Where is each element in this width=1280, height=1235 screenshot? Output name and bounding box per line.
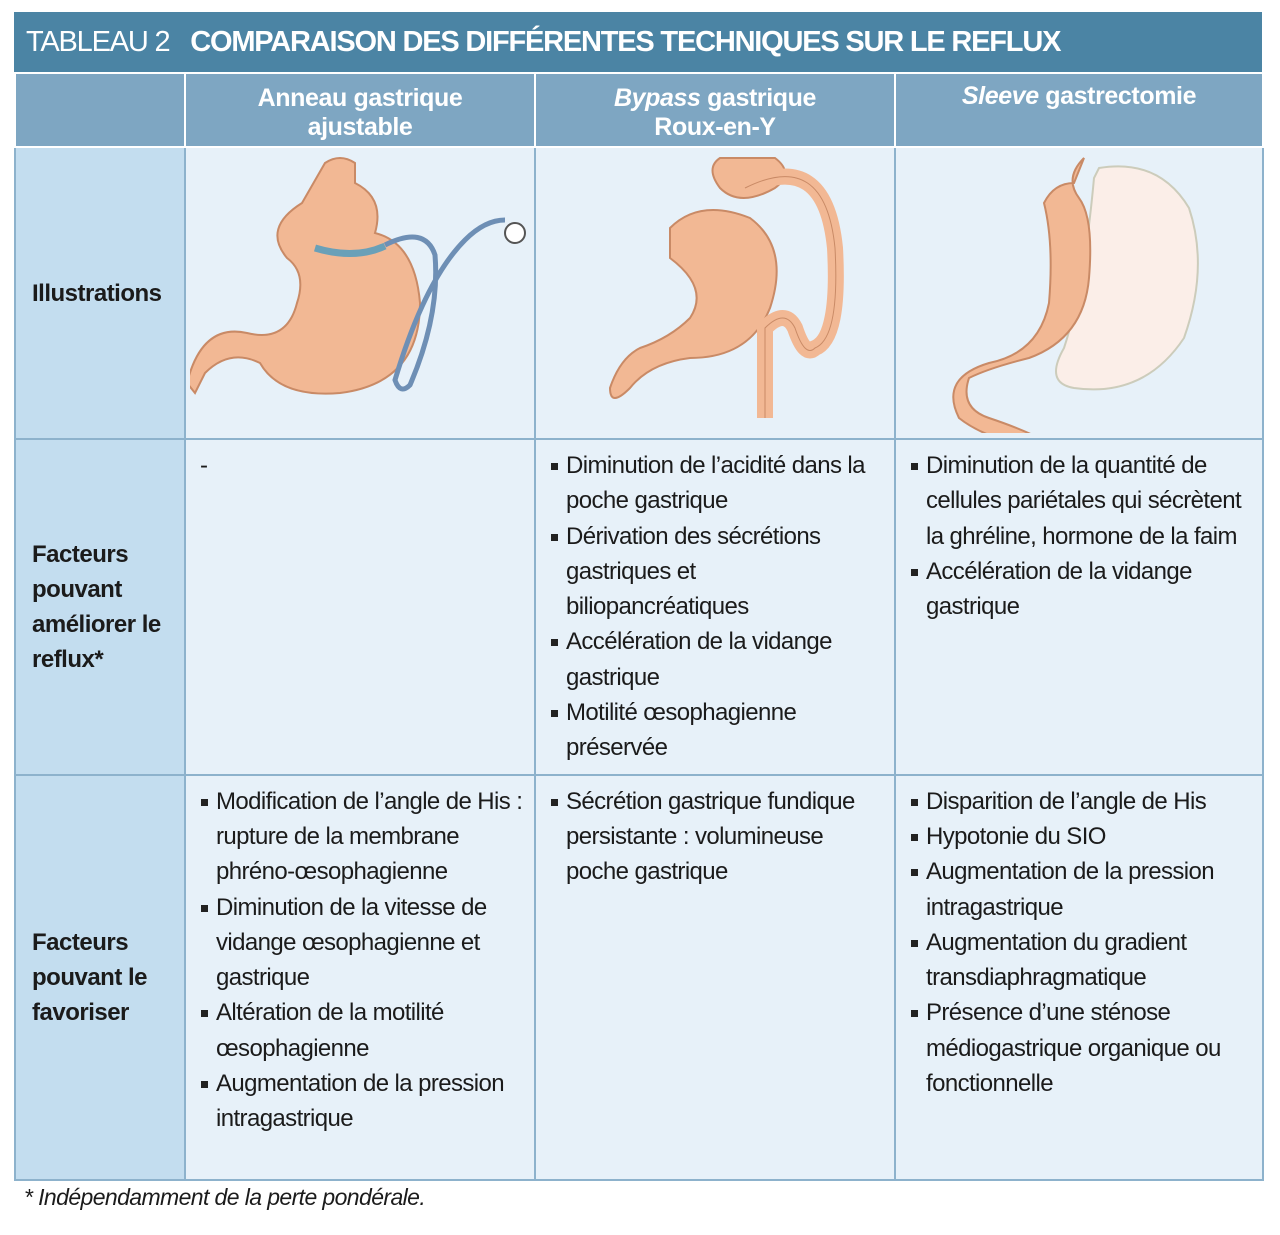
row-label: Facteurs pouvant améliorer le reflux*	[14, 438, 186, 776]
improve-row: Facteurs pouvant améliorer le reflux* - …	[14, 438, 1264, 776]
list-item: Sécrétion gastrique fundique persistante…	[550, 784, 884, 890]
bullet-list: Modification de l’angle de His : rupture…	[200, 784, 524, 1137]
header-sleeve: Sleeve gastrectomie	[894, 72, 1264, 148]
illustration-bypass	[534, 146, 896, 440]
row-label: Illustrations	[14, 146, 186, 440]
list-item: Altération de la motilité œsophagienne	[200, 995, 524, 1066]
list-item: Augmentation du gradient transdiaphragma…	[910, 925, 1252, 996]
header-line1: Anneau gastrique	[257, 84, 463, 112]
cell-bypass-worsen: Sécrétion gastrique fundique persistante…	[534, 773, 896, 1181]
header-line1: gastrectomie	[1038, 82, 1197, 110]
list-item: Diminution de la vitesse de vidange œsop…	[200, 890, 524, 996]
list-item: Accélération de la vidange gastrique	[910, 554, 1252, 625]
list-item: Diminution de la quantité de cellules pa…	[910, 448, 1252, 554]
illustrations-row: Illustrations	[14, 146, 1264, 440]
bullet-list: Sécrétion gastrique fundique persistante…	[550, 784, 884, 890]
list-item: Motilité œsophagienne préservée	[550, 695, 884, 766]
header-line2: Roux-en-Y	[654, 113, 776, 141]
list-item: Disparition de l’angle de His	[910, 784, 1252, 819]
table-number: TABLEAU 2	[26, 26, 171, 58]
worsen-row: Facteurs pouvant le favoriser Modificati…	[14, 773, 1264, 1181]
list-item: Augmentation de la pression intragastriq…	[910, 854, 1252, 925]
bullet-list: Diminution de la quantité de cellules pa…	[910, 448, 1252, 624]
table-title: TABLEAU 2 COMPARAISON DES DIFFÉRENTES TE…	[14, 12, 1262, 72]
list-item: Présence d’une sténose médiogastrique or…	[910, 995, 1252, 1101]
gastric-bypass-image	[608, 157, 844, 418]
list-item: Dérivation des sécrétions gastriques et …	[550, 519, 884, 625]
cell-anneau-worsen: Modification de l’angle de His : rupture…	[184, 773, 536, 1181]
gastric-band-image	[190, 157, 526, 395]
row-label: Facteurs pouvant le favoriser	[14, 773, 186, 1181]
list-item: Diminution de l’acidité dans la poche ga…	[550, 448, 884, 519]
table-title-text: COMPARAISON DES DIFFÉRENTES TECHNIQUES S…	[190, 26, 1061, 58]
bullet-list: Diminution de l’acidité dans la poche ga…	[550, 448, 884, 766]
cell-bypass-improve: Diminution de l’acidité dans la poche ga…	[534, 438, 896, 776]
sleeve-gastrectomy-image	[952, 157, 1199, 433]
illustration-anneau	[184, 146, 536, 440]
list-item: Hypotonie du SIO	[910, 819, 1252, 854]
header-line1: gastrique	[700, 84, 817, 112]
list-item: Modification de l’angle de His : rupture…	[200, 784, 524, 890]
cell-anneau-improve: -	[184, 438, 536, 776]
header-blank	[14, 72, 186, 148]
illustration-sleeve	[894, 146, 1264, 440]
cell-sleeve-improve: Diminution de la quantité de cellules pa…	[894, 438, 1264, 776]
header-em: Sleeve	[961, 82, 1039, 110]
list-item: Accélération de la vidange gastrique	[550, 624, 884, 695]
list-item: Augmentation de la pression intragastriq…	[200, 1066, 524, 1137]
header-em: Bypass	[613, 84, 701, 112]
header-line2: ajustable	[307, 113, 413, 141]
footnote: * Indépendamment de la perte pondérale.	[24, 1184, 426, 1210]
